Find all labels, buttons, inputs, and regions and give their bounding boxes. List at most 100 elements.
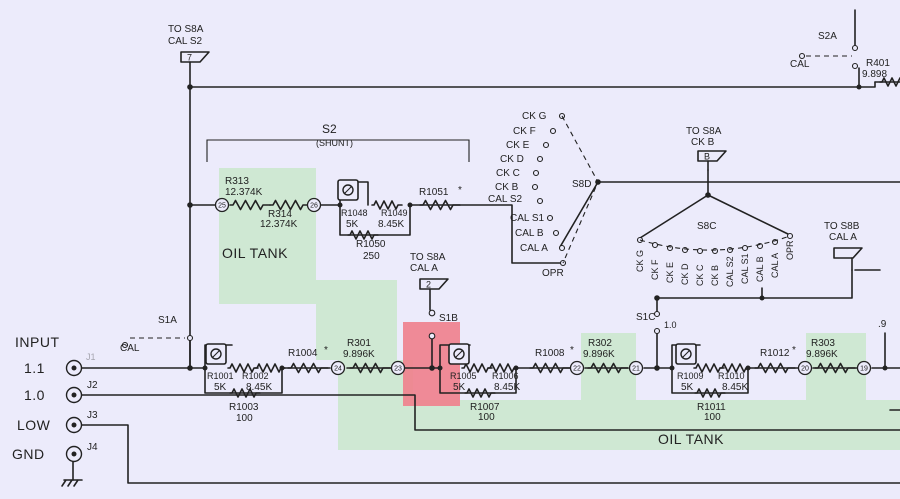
svg-text:5K: 5K <box>453 382 466 393</box>
svg-text:R1048: R1048 <box>341 208 368 218</box>
svg-text:8.45K: 8.45K <box>722 382 748 393</box>
oil-tank-label-bottom: OIL TANK <box>658 431 724 447</box>
svg-text:12.374K: 12.374K <box>225 187 263 198</box>
svg-text:R1009: R1009 <box>677 371 704 381</box>
svg-text:GND: GND <box>12 446 45 462</box>
svg-text:R1001: R1001 <box>207 371 234 381</box>
svg-text:R302: R302 <box>588 338 612 349</box>
svg-text:R1005: R1005 <box>450 371 477 381</box>
svg-text:100: 100 <box>704 412 721 423</box>
pot-r1001 <box>205 343 227 365</box>
svg-text:CAL A: CAL A <box>520 243 548 254</box>
svg-text:S2: S2 <box>322 122 337 136</box>
svg-text:5K: 5K <box>214 382 227 393</box>
svg-text:CK F: CK F <box>650 259 660 280</box>
svg-text:CK G: CK G <box>635 250 645 272</box>
svg-text:8.45K: 8.45K <box>246 382 272 393</box>
svg-text:*: * <box>324 345 328 356</box>
svg-text:R313: R313 <box>225 176 249 187</box>
svg-text:CK D: CK D <box>500 154 524 165</box>
svg-text:12.374K: 12.374K <box>260 219 298 230</box>
svg-text:*: * <box>570 345 574 356</box>
svg-text:INPUT: INPUT <box>15 334 60 350</box>
potentiometers <box>205 179 697 365</box>
svg-text:CK E: CK E <box>665 262 675 283</box>
svg-text:CAL A: CAL A <box>829 232 857 243</box>
svg-text:S2A: S2A <box>818 31 837 42</box>
svg-text:CAL S1: CAL S1 <box>510 213 545 224</box>
terminal-to-s8b-cal-a: TO S8B CAL A <box>824 221 863 271</box>
svg-text:CAL B: CAL B <box>515 228 544 239</box>
svg-text:J3: J3 <box>87 410 98 421</box>
svg-text:100: 100 <box>478 412 495 423</box>
svg-text:R1004: R1004 <box>288 348 318 359</box>
svg-text:S8C: S8C <box>697 221 716 232</box>
svg-text:9.896K: 9.896K <box>583 349 615 360</box>
terminal-to-s8a-cal-a: TO S8A CAL A 2 <box>410 252 449 290</box>
svg-text:9.896K: 9.896K <box>343 349 375 360</box>
s8d-contact-labels: CK G CK F CK E CK D CK C CK B CAL S2 CAL… <box>488 111 564 279</box>
svg-text:LOW: LOW <box>17 417 51 433</box>
svg-text:J4: J4 <box>87 442 98 453</box>
svg-text:R1050: R1050 <box>356 239 386 250</box>
svg-text:J2: J2 <box>87 380 98 391</box>
svg-text:CK G: CK G <box>522 111 547 122</box>
svg-text:CAL B: CAL B <box>755 256 765 282</box>
input-jacks: INPUT 1.1 J1 1.0 J2 LOW J3 GND J4 <box>12 334 98 463</box>
svg-text:1.1: 1.1 <box>24 360 45 376</box>
svg-text:.9: .9 <box>878 319 887 330</box>
junction-dots <box>187 84 888 371</box>
svg-text:CAL S2: CAL S2 <box>725 256 735 287</box>
svg-text:R1010: R1010 <box>718 371 745 381</box>
svg-text:CAL S2: CAL S2 <box>488 194 523 205</box>
svg-text:20: 20 <box>801 366 809 373</box>
oil-tank-label-left: OIL TANK <box>222 245 288 261</box>
terminal-to-s8a-ck-b: TO S8A CK B B <box>686 126 727 171</box>
svg-text:R1049: R1049 <box>381 208 408 218</box>
svg-text:TO S8B: TO S8B <box>824 221 860 232</box>
pot-r1009 <box>675 343 697 365</box>
svg-text:1.0: 1.0 <box>24 387 45 403</box>
svg-text:CAL S1: CAL S1 <box>740 253 750 284</box>
terminal-to-s8a-cal-s2: TO S8A CAL S2 7 <box>168 24 210 63</box>
svg-text:R1012: R1012 <box>760 348 790 359</box>
svg-text:9.896K: 9.896K <box>806 349 838 360</box>
switch-labels: S1A CAL S1B S1C 1.0 S2 (SHUNT) S2A CAL S… <box>120 31 837 354</box>
svg-text:CK B: CK B <box>710 265 720 286</box>
svg-text:250: 250 <box>363 251 380 262</box>
svg-text:TO S8A: TO S8A <box>686 126 722 137</box>
svg-text:S1A: S1A <box>158 315 177 326</box>
svg-text:TO S8A: TO S8A <box>168 24 204 35</box>
svg-text:7: 7 <box>187 53 192 63</box>
svg-text:J1: J1 <box>86 352 96 362</box>
svg-text:S8D: S8D <box>572 179 591 190</box>
svg-text:R1007: R1007 <box>470 402 500 413</box>
svg-text:OPR: OPR <box>785 240 795 260</box>
svg-text:CAL A: CAL A <box>770 253 780 278</box>
svg-text:25: 25 <box>218 203 226 210</box>
oil-tank-region <box>219 168 900 450</box>
svg-text:5K: 5K <box>346 219 359 230</box>
svg-text:R1002: R1002 <box>242 371 269 381</box>
svg-text:*: * <box>792 345 796 356</box>
svg-text:22: 22 <box>573 366 581 373</box>
svg-text:CAL S2: CAL S2 <box>168 36 203 47</box>
s8c-contact-labels: CK G CK F CK E CK D CK C CK B CAL S2 CAL… <box>635 240 795 287</box>
svg-text:8.45K: 8.45K <box>494 382 520 393</box>
svg-text:23: 23 <box>394 366 402 373</box>
svg-text:CK E: CK E <box>506 140 530 151</box>
numbered-nodes: 25 26 24 23 22 21 20 19 <box>214 197 872 376</box>
svg-text:21: 21 <box>632 366 640 373</box>
svg-text:R1003: R1003 <box>229 402 259 413</box>
svg-text:S1C: S1C <box>636 312 655 323</box>
svg-text:CK D: CK D <box>680 263 690 285</box>
resistor-labels: R313 12.374K R314 12.374K R1048 5K R1049… <box>207 58 890 424</box>
svg-text:OPR: OPR <box>542 268 564 279</box>
svg-text:R401: R401 <box>866 58 890 69</box>
svg-text:1.0: 1.0 <box>664 320 677 330</box>
svg-text:CAL: CAL <box>120 343 140 354</box>
svg-text:9.898: 9.898 <box>862 69 887 80</box>
svg-text:R301: R301 <box>347 338 371 349</box>
pot-r1005 <box>448 343 470 365</box>
